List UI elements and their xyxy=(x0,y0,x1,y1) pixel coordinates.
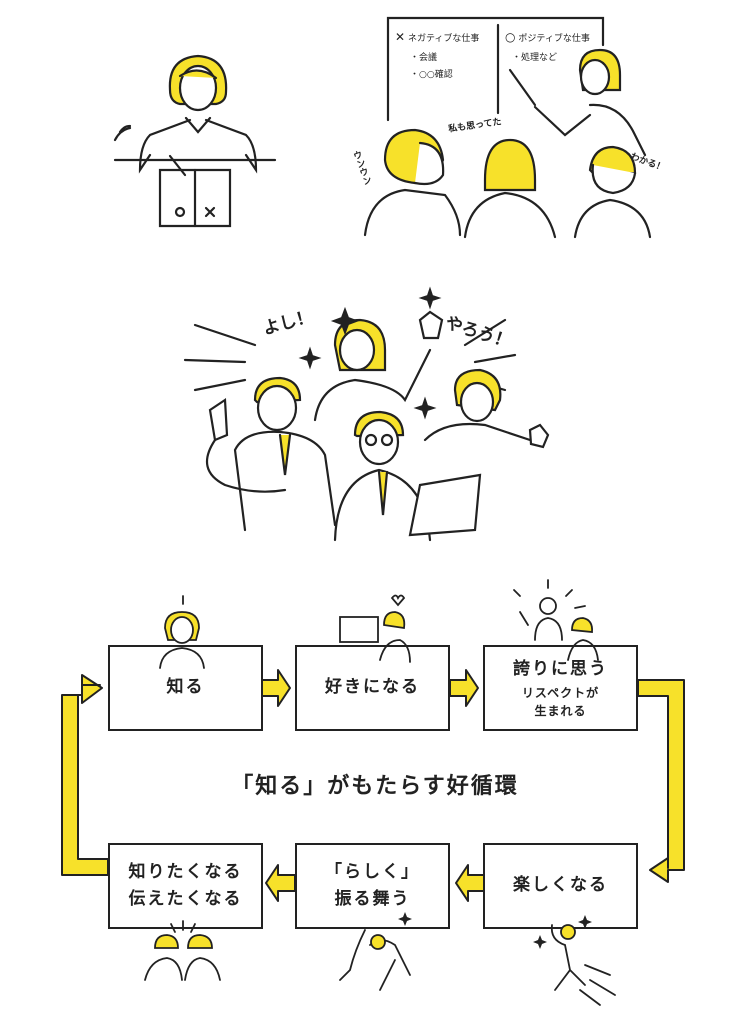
arrow-left-icon xyxy=(455,864,486,902)
woman-writing-illustration xyxy=(113,54,277,228)
cycle-title: 「知る」がもたらす好循環 xyxy=(231,774,519,799)
arrow-left-icon xyxy=(265,864,296,902)
cycle-step-behave: 「らしく」 振る舞う xyxy=(295,843,450,929)
cross-icon: ✕ xyxy=(395,30,406,44)
cycle-step-share: 知りたくなる 伝えたくなる xyxy=(108,843,263,929)
arrow-up-left-icon xyxy=(61,674,109,876)
cycle-step-like: 好きになる xyxy=(295,645,450,731)
cycle-step-proud: 誇りに思う リスペクトが 生まれる xyxy=(483,645,638,731)
negative-item: ・○○確認 xyxy=(410,70,453,80)
circle-icon: ○ xyxy=(505,30,516,44)
negative-item: ・会議 xyxy=(410,53,438,63)
positive-heading: ○ ポジティブな仕事 xyxy=(505,30,590,44)
arrow-down-right-icon xyxy=(637,679,685,883)
arrow-right-icon xyxy=(261,669,291,707)
positive-item: ・処理など xyxy=(512,53,558,63)
negative-heading: ✕ ネガティブな仕事 xyxy=(395,30,480,44)
motivated-team-illustration xyxy=(183,286,550,542)
arrow-right-icon xyxy=(449,669,479,707)
cycle-step-enjoy: 楽しくなる xyxy=(483,843,638,929)
cycle-step-know: 知る xyxy=(108,645,263,731)
meeting-board-illustration xyxy=(363,16,652,239)
